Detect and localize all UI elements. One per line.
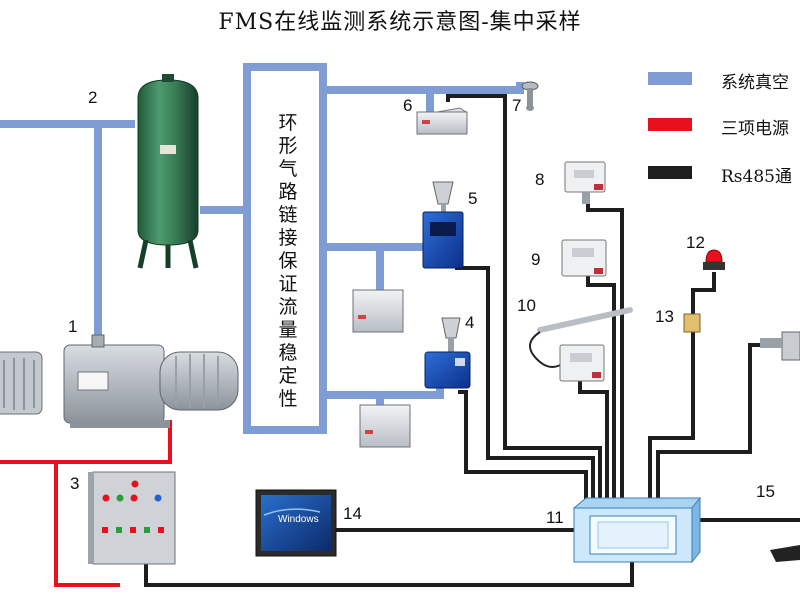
label-sensor-9: 9 [531,250,541,269]
label-head-7: 7 [512,96,522,115]
power-line-pump [56,420,172,464]
rs485-sensor-8 [586,200,624,500]
rs485-sensor-10 [578,380,609,500]
diagram-title: FMS在线监测系统示意图-集中采样 [218,10,582,35]
sampler-6-to-head-7-pipe [430,82,524,94]
sampler-low-to-counter-4-pipe [380,388,444,399]
rs485-counter-4 [458,390,588,500]
monitor-icon [255,489,337,557]
legend-swatches [648,72,692,179]
label-device-15: 15 [756,482,775,501]
alarm-light-icon [703,249,725,270]
rs485-cabinet-hub [144,560,634,587]
label-counter-4: 4 [465,313,475,332]
label-cabinet: 3 [70,474,80,493]
label-tank: 2 [88,88,98,107]
particle-counter-4-icon [424,317,471,389]
label-hub: 11 [546,508,564,527]
air-tank-icon [137,74,199,269]
control-hub-icon [572,496,702,564]
sensor-10-icon [529,307,633,382]
rs485-sensor-9 [586,275,616,500]
particle-counter-5-icon [422,181,464,269]
rs485-module-13 [648,330,695,500]
sampling-head-7-icon [521,81,539,111]
loop-to-sampler-mid-pipe [323,243,384,290]
legend-label-rs485: Rs485通 [721,167,792,187]
power-lines [0,420,172,587]
rs485-device-right [656,343,790,500]
label-pump: 1 [68,317,78,336]
legend-swatch-vacuum [648,72,692,85]
right-edge-device-icon [760,331,800,361]
sampler-box-mid-icon [352,289,404,333]
sampler-box-low-icon [359,404,411,448]
legend-label-power: 三项电源 [721,119,789,139]
label-counter-5: 5 [468,189,478,208]
legend-label-vacuum: 系统真空 [721,73,789,93]
rs485-sampler-6 [446,94,602,500]
rs485-counter-5 [455,266,595,500]
vacuum-pump-icon [0,334,239,428]
legend-swatch-rs485 [648,166,692,179]
label-module: 13 [655,307,674,326]
label-monitor: 14 [343,504,362,523]
power-line-main [0,460,120,587]
sensor-8-icon [564,161,606,204]
loop-to-sampler-6-pipe [323,86,434,115]
vacuum-lines [0,63,524,434]
label-sensor-8: 8 [535,170,545,189]
control-cabinet-icon [88,471,176,565]
label-sensor-10: 10 [517,296,536,315]
legend-swatch-power [648,118,692,131]
sensor-9-icon [561,239,607,277]
label-sampler-6: 6 [403,96,413,115]
label-alarm: 12 [686,233,705,252]
monitor-screen-text: Windows [278,514,319,525]
rs485-lines [144,94,800,587]
module-13-icon [683,313,701,333]
sampler-box-6-icon [416,107,468,135]
loop-box-label: 环形气路链接保证流量稳定性 [278,112,298,410]
keyboard-icon [770,545,800,562]
rs485-alarm-12 [691,272,716,315]
